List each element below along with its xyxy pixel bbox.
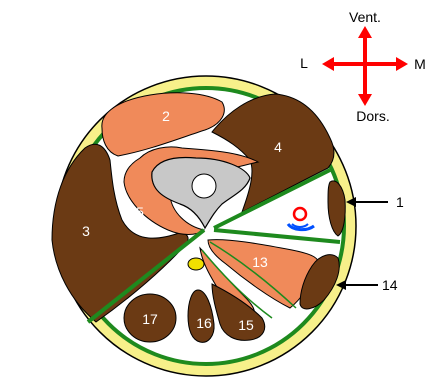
- artery-vessel: [294, 208, 306, 220]
- compass-label-dorsal: Dors.: [356, 108, 389, 124]
- medullary-cavity: [192, 174, 216, 198]
- label-2: 2: [162, 108, 170, 124]
- compass-arrowhead-down: [358, 94, 372, 106]
- label-17: 17: [142, 311, 158, 327]
- label-5: 5: [136, 204, 144, 220]
- label-16: 16: [196, 315, 212, 331]
- nerve: [188, 258, 204, 270]
- label-13: 13: [252, 254, 268, 270]
- label-1: 1: [396, 194, 404, 210]
- label-14: 14: [382, 277, 398, 293]
- label-15: 15: [238, 317, 254, 333]
- compass-arrowhead-left: [322, 57, 334, 71]
- compass-label-ventral: Vent.: [349, 9, 381, 25]
- label-4: 4: [274, 139, 282, 155]
- compass-arrowhead-right: [396, 57, 408, 71]
- orientation-compass: Vent. Dors. L M: [300, 9, 426, 124]
- compass-label-medial: M: [414, 56, 426, 72]
- label-3: 3: [82, 223, 90, 239]
- compass-label-lateral: L: [300, 55, 308, 71]
- compass-arrowhead-up: [358, 26, 372, 38]
